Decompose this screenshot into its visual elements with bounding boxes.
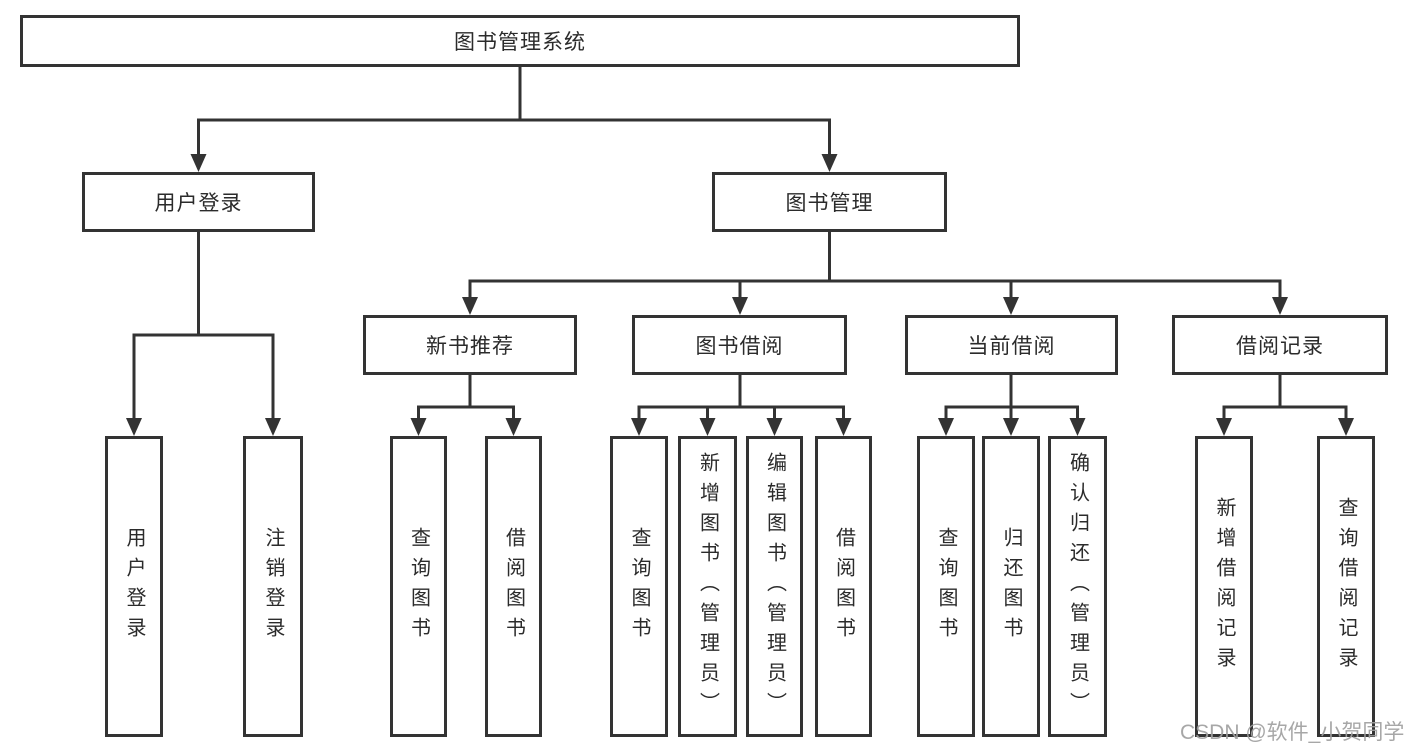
leaf-record-query-label: 查询借阅记录: [1335, 496, 1357, 677]
leaf-user-login-label: 用户登录: [123, 526, 145, 647]
leaf-logout-label: 注销登录: [262, 526, 284, 647]
connectors-book-borrow-children: [631, 374, 852, 436]
leaf-current-confirm-admin: 确认归还（管理员）: [1048, 436, 1107, 737]
node-new-book-recommend: 新书推荐: [363, 315, 577, 375]
leaf-current-query-label: 查询图书: [935, 526, 957, 647]
node-book-borrow-label: 图书借阅: [695, 335, 784, 358]
node-borrow-record-label: 借阅记录: [1236, 335, 1324, 358]
leaf-current-query: 查询图书: [917, 436, 975, 737]
leaf-newbook-query-label: 查询图书: [407, 526, 430, 647]
node-book-management-label: 图书管理: [785, 192, 874, 215]
leaf-record-add-label: 新增借阅记录: [1213, 496, 1235, 677]
leaf-logout: 注销登录: [243, 436, 303, 737]
leaf-record-query: 查询借阅记录: [1317, 436, 1375, 737]
leaf-newbook-query: 查询图书: [390, 436, 447, 737]
leaf-borrow-query: 查询图书: [610, 436, 668, 737]
connectors-root-to-level1: [190, 67, 838, 172]
leaf-borrow-borrow-label: 借阅图书: [832, 526, 855, 647]
csdn-watermark: CSDN @软件_小贺同学: [1180, 721, 1405, 744]
leaf-user-login: 用户登录: [105, 436, 163, 737]
node-current-borrow-label: 当前借阅: [967, 335, 1056, 358]
node-borrow-record: 借阅记录: [1172, 315, 1388, 375]
leaf-newbook-borrow: 借阅图书: [485, 436, 542, 737]
node-root: 图书管理系统: [20, 15, 1020, 67]
leaf-newbook-borrow-label: 借阅图书: [502, 526, 525, 647]
node-book-borrow: 图书借阅: [632, 315, 847, 375]
node-current-borrow: 当前借阅: [905, 315, 1118, 375]
connectors-book-mgmt-children: [462, 231, 1288, 315]
node-book-management: 图书管理: [712, 172, 947, 232]
leaf-borrow-query-label: 查询图书: [628, 526, 650, 647]
node-user-login-label: 用户登录: [154, 192, 243, 215]
leaf-borrow-add-admin: 新增图书（管理员）: [678, 436, 737, 737]
leaf-record-add: 新增借阅记录: [1195, 436, 1253, 737]
leaf-borrow-edit-admin-label: 编辑图书（管理员）: [763, 451, 786, 722]
leaf-borrow-borrow: 借阅图书: [815, 436, 872, 737]
node-user-login: 用户登录: [82, 172, 315, 232]
connectors-user-login-children: [126, 231, 281, 436]
node-root-label: 图书管理系统: [454, 31, 586, 54]
leaf-borrow-edit-admin: 编辑图书（管理员）: [746, 436, 803, 737]
connectors-borrow-record-children: [1216, 374, 1354, 436]
leaf-borrow-add-admin-label: 新增图书（管理员）: [696, 451, 719, 722]
leaf-current-return: 归还图书: [982, 436, 1040, 737]
node-new-book-recommend-label: 新书推荐: [426, 335, 514, 358]
leaf-current-return-label: 归还图书: [1000, 526, 1022, 647]
connectors-current-borrow-children: [938, 374, 1086, 436]
leaf-current-confirm-admin-label: 确认归还（管理员）: [1066, 451, 1089, 722]
connectors-new-book-children: [410, 374, 522, 436]
